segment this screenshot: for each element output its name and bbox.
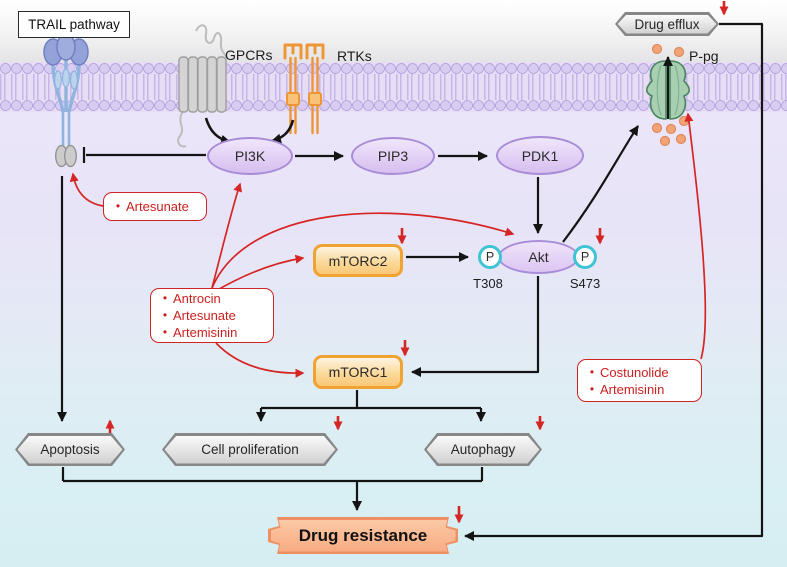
drug-resistance-label: Drug resistance — [298, 525, 428, 545]
drug-efflux-label: Drug efflux — [634, 16, 700, 32]
pgp-label: P-pg — [689, 48, 719, 64]
drug-item-label: Costunolide — [600, 364, 669, 380]
rtks-label: RTKs — [337, 48, 372, 64]
line-mtorc1-branch — [261, 390, 481, 410]
bullet-icon: • — [589, 381, 595, 396]
trail-receptor-icon — [43, 33, 89, 168]
node-pi3k: PI3K — [207, 137, 293, 175]
bullet-icon: • — [162, 291, 168, 305]
outcome-apoptosis-label: Apoptosis — [40, 442, 100, 457]
drug-item: • Antrocin — [157, 290, 265, 307]
arrow-drugs-to-akt — [211, 212, 515, 289]
drug-item: • Artemisinin — [157, 324, 265, 341]
outcome-autophagy-label: Autophagy — [450, 442, 516, 457]
outcome-apoptosis: Apoptosis — [15, 433, 125, 466]
node-mtorc1: mTORC1 — [313, 355, 403, 389]
phospho-t308-badge: P — [478, 245, 502, 269]
rtk-receptor-icon — [283, 43, 325, 135]
bullet-icon: • — [162, 325, 168, 339]
node-akt: Akt — [498, 240, 579, 274]
pgp-transporter-icon — [645, 60, 691, 120]
arrow-drugs-to-mtorc2 — [213, 254, 305, 293]
drug-box-costunolide: • Costunolide • Artemisinin — [577, 359, 702, 402]
drug-item-label: Artesunate — [173, 308, 236, 323]
arrow-efflux-to-drug-resistance — [464, 22, 764, 541]
drug-item-label: Artemisinin — [173, 325, 238, 340]
bullet-icon: • — [589, 364, 595, 379]
node-pdk1: PDK1 — [496, 136, 584, 175]
arrow-akt-to-mtorc1 — [411, 276, 540, 377]
arrow-drugs-to-mtorc1 — [215, 342, 305, 378]
outcome-cell-proliferation: Cell proliferation — [162, 433, 338, 466]
trail-pathway-label: TRAIL pathway — [18, 11, 130, 38]
line-outcomes-join — [61, 467, 484, 483]
site-s473-label: S473 — [569, 276, 601, 291]
gpcr-receptor-icon — [177, 24, 228, 148]
site-t308-label: T308 — [473, 276, 503, 291]
drug-item-label: Artesunate — [126, 199, 189, 214]
arrow-costunolide-to-pgp — [684, 112, 707, 360]
drug-box-triple: • Antrocin • Artesunate • Artemisinin — [150, 288, 274, 343]
arrow-gpcr-to-pi3k — [204, 117, 231, 145]
phospho-s473-badge: P — [573, 245, 597, 269]
arrow-drugs-to-pi3k — [211, 182, 242, 289]
arrow-akt-to-pgp — [562, 125, 639, 243]
drug-resistance-badge: Drug resistance — [268, 517, 458, 554]
drug-resistance-fill — [271, 520, 456, 552]
outcome-cell-proliferation-label: Cell proliferation — [201, 442, 299, 457]
node-pip3: PIP3 — [351, 137, 435, 175]
bullet-icon: • — [162, 308, 168, 322]
outcome-fill — [18, 436, 123, 464]
outcome-fill — [165, 436, 336, 464]
drug-efflux-badge: Drug efflux — [615, 12, 719, 36]
drug-item-label: Antrocin — [173, 291, 221, 306]
node-mtorc2: mTORC2 — [313, 244, 403, 277]
outcome-autophagy: Autophagy — [424, 433, 542, 466]
drug-item: • Artesunate — [157, 307, 265, 324]
gpcrs-label: GPCRs — [225, 47, 273, 63]
arrow-artesunate-to-trail — [69, 172, 104, 207]
drug-item: • Artesunate — [110, 198, 198, 215]
drug-item: • Artemisinin — [584, 381, 693, 398]
bullet-icon: • — [115, 199, 121, 213]
drug-efflux-badge-fill — [618, 15, 717, 34]
drug-box-artesunate: • Artesunate — [103, 192, 207, 221]
drug-item: • Costunolide — [584, 364, 693, 381]
drug-item-label: Artemisinin — [600, 381, 665, 397]
outcome-fill — [427, 436, 540, 464]
cytoplasm-background — [0, 112, 787, 567]
arrow-rtk-to-pi3k — [271, 119, 295, 144]
